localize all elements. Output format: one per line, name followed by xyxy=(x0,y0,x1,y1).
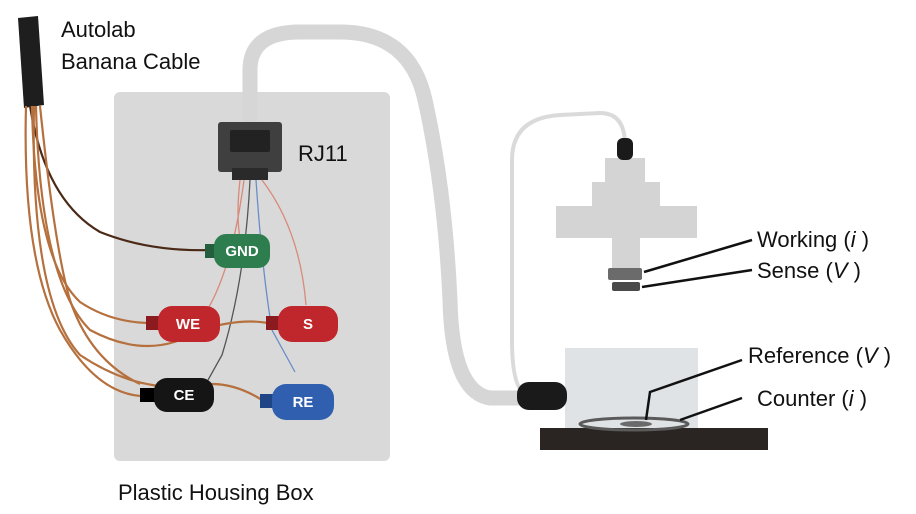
working-text: Working ( xyxy=(757,227,851,252)
working-label: Working (i ) xyxy=(757,229,869,251)
reference-disk xyxy=(620,421,652,427)
reference-text: Reference ( xyxy=(748,343,863,368)
counter-symbol: i xyxy=(848,386,854,411)
sense-symbol: V xyxy=(832,258,848,283)
rj11-collar xyxy=(232,168,268,180)
counter-close: ) xyxy=(853,386,868,411)
electrode-holder xyxy=(556,158,697,272)
sense-close: ) xyxy=(847,258,861,283)
rj11-label: RJ11 xyxy=(298,141,348,166)
holder-cap xyxy=(617,138,633,160)
counter-leader xyxy=(679,396,743,422)
reference-label: Reference (V ) xyxy=(748,345,891,367)
cable-label-line1: Autolab xyxy=(61,17,136,42)
sensor-cable xyxy=(242,24,538,406)
clip-we-label: WE xyxy=(175,316,201,333)
counter-label: Counter (i ) xyxy=(757,388,867,410)
working-electrode-band xyxy=(608,268,642,280)
clip-s-body xyxy=(266,306,338,342)
working-leader xyxy=(643,238,753,274)
banana-wires xyxy=(24,105,269,401)
reference-leader xyxy=(644,358,743,421)
platform xyxy=(540,428,768,450)
sense-label: Sense (V ) xyxy=(757,260,861,282)
clip-gnd-body xyxy=(205,234,270,268)
reference-close: ) xyxy=(877,343,892,368)
counter-text: Counter ( xyxy=(757,386,849,411)
electrode-cable xyxy=(510,110,627,397)
clip-re-body xyxy=(260,384,334,420)
reference-symbol: V xyxy=(862,343,878,368)
working-symbol: i xyxy=(850,227,856,252)
working-close: ) xyxy=(855,227,870,252)
clip-s-label: S xyxy=(302,316,313,333)
clip-ce-body xyxy=(140,378,214,412)
cable-label-line2: Banana Cable xyxy=(61,49,201,74)
sense-leader xyxy=(641,268,753,289)
clip-we-body xyxy=(146,306,220,342)
rj11-plug xyxy=(230,130,270,152)
clip-ce-label: CE xyxy=(173,387,195,404)
sense-text: Sense ( xyxy=(757,258,833,283)
banana-cable-sleeve xyxy=(18,16,44,108)
box-label: Plastic Housing Box xyxy=(118,480,314,505)
sense-electrode-band xyxy=(612,282,640,291)
cell-connector xyxy=(517,382,567,410)
clip-re-label: RE xyxy=(292,394,314,411)
clip-gnd-label: GND xyxy=(225,243,259,260)
housing-box xyxy=(114,92,390,461)
counter-ring xyxy=(578,416,690,432)
